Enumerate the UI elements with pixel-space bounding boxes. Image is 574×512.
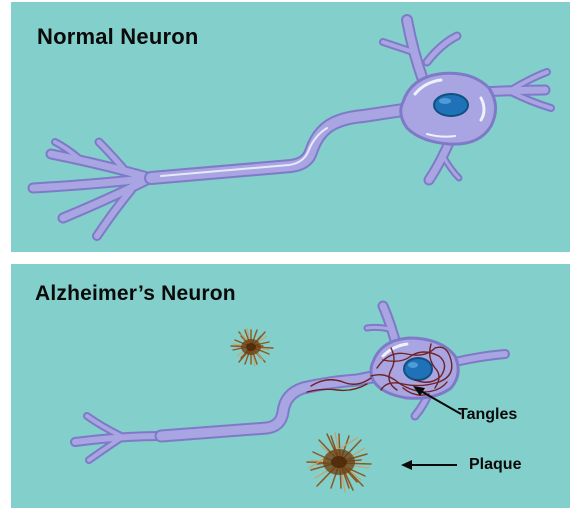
normal-neuron [33, 20, 551, 236]
normal-neuron-illustration [11, 2, 570, 252]
tangles-label: Tangles [458, 406, 517, 424]
nucleus [434, 94, 468, 116]
plaque-arrow [401, 460, 457, 470]
alzheimers-neuron [75, 306, 505, 492]
alzheimers-neuron-panel: Alzheimer’s Neuron [11, 264, 570, 508]
amyloid-plaque-large [307, 432, 371, 492]
nucleus [404, 358, 432, 380]
normal-neuron-panel: Normal Neuron [11, 2, 570, 252]
plaque-label: Plaque [469, 456, 521, 474]
amyloid-plaque-small [231, 328, 273, 366]
